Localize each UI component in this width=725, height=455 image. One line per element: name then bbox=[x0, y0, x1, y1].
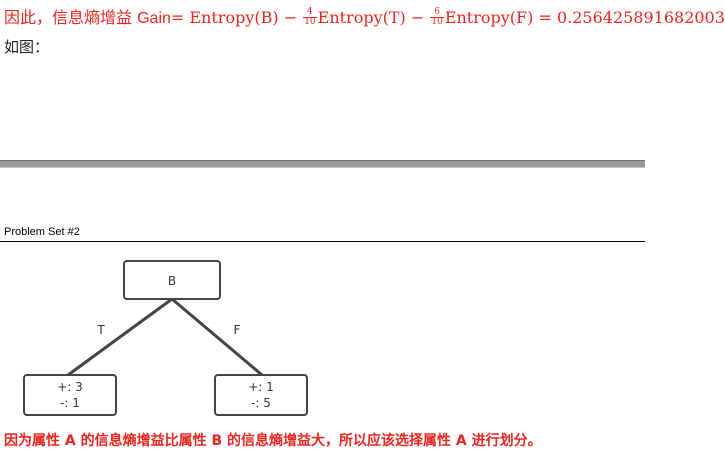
edge-left-label: T bbox=[96, 323, 105, 337]
edge-left-line bbox=[67, 297, 173, 377]
figure-caption: 如图： bbox=[4, 38, 50, 56]
page-separator bbox=[0, 160, 645, 168]
leaf-node-right bbox=[214, 374, 308, 416]
equation-gain-label: Gain bbox=[137, 10, 171, 27]
fraction-left-numerator: 4 bbox=[303, 8, 317, 18]
leaf-left-positive: +: 3 bbox=[57, 380, 83, 394]
fraction-right-denominator: 10 bbox=[431, 17, 443, 27]
root-node bbox=[123, 260, 221, 300]
conclusion-text: 因为属性 A 的信息熵增益比属性 B 的信息熵增益大，所以应该选择属性 A 进行… bbox=[4, 433, 542, 449]
leaf-right-positive: +: 1 bbox=[248, 380, 274, 394]
edge-right-label: F bbox=[234, 323, 241, 337]
leaf-left-negative: -: 1 bbox=[60, 396, 80, 410]
header-rule bbox=[0, 241, 645, 242]
edge-right-line bbox=[171, 297, 263, 377]
fraction-right-numerator: 6 bbox=[430, 8, 444, 18]
equation-entropy-f: Entropy(F) = 0.256425891682003 bbox=[444, 8, 725, 27]
leaf-right-negative: -: 5 bbox=[251, 396, 271, 410]
fraction-left-denominator: 10 bbox=[304, 17, 316, 27]
page-header: Problem Set #2 bbox=[4, 226, 80, 238]
equation-entropy-b: = Entropy(B) − bbox=[170, 8, 303, 27]
leaf-node-left bbox=[23, 374, 117, 416]
equation-entropy-t: Entropy(T) − bbox=[317, 8, 430, 27]
root-node-label: B bbox=[168, 274, 176, 288]
equation-prefix: 因此，信息熵增益 bbox=[4, 8, 138, 27]
decision-tree: B T F +: 3 -: 1 +: 1 -: 5 bbox=[23, 260, 308, 416]
